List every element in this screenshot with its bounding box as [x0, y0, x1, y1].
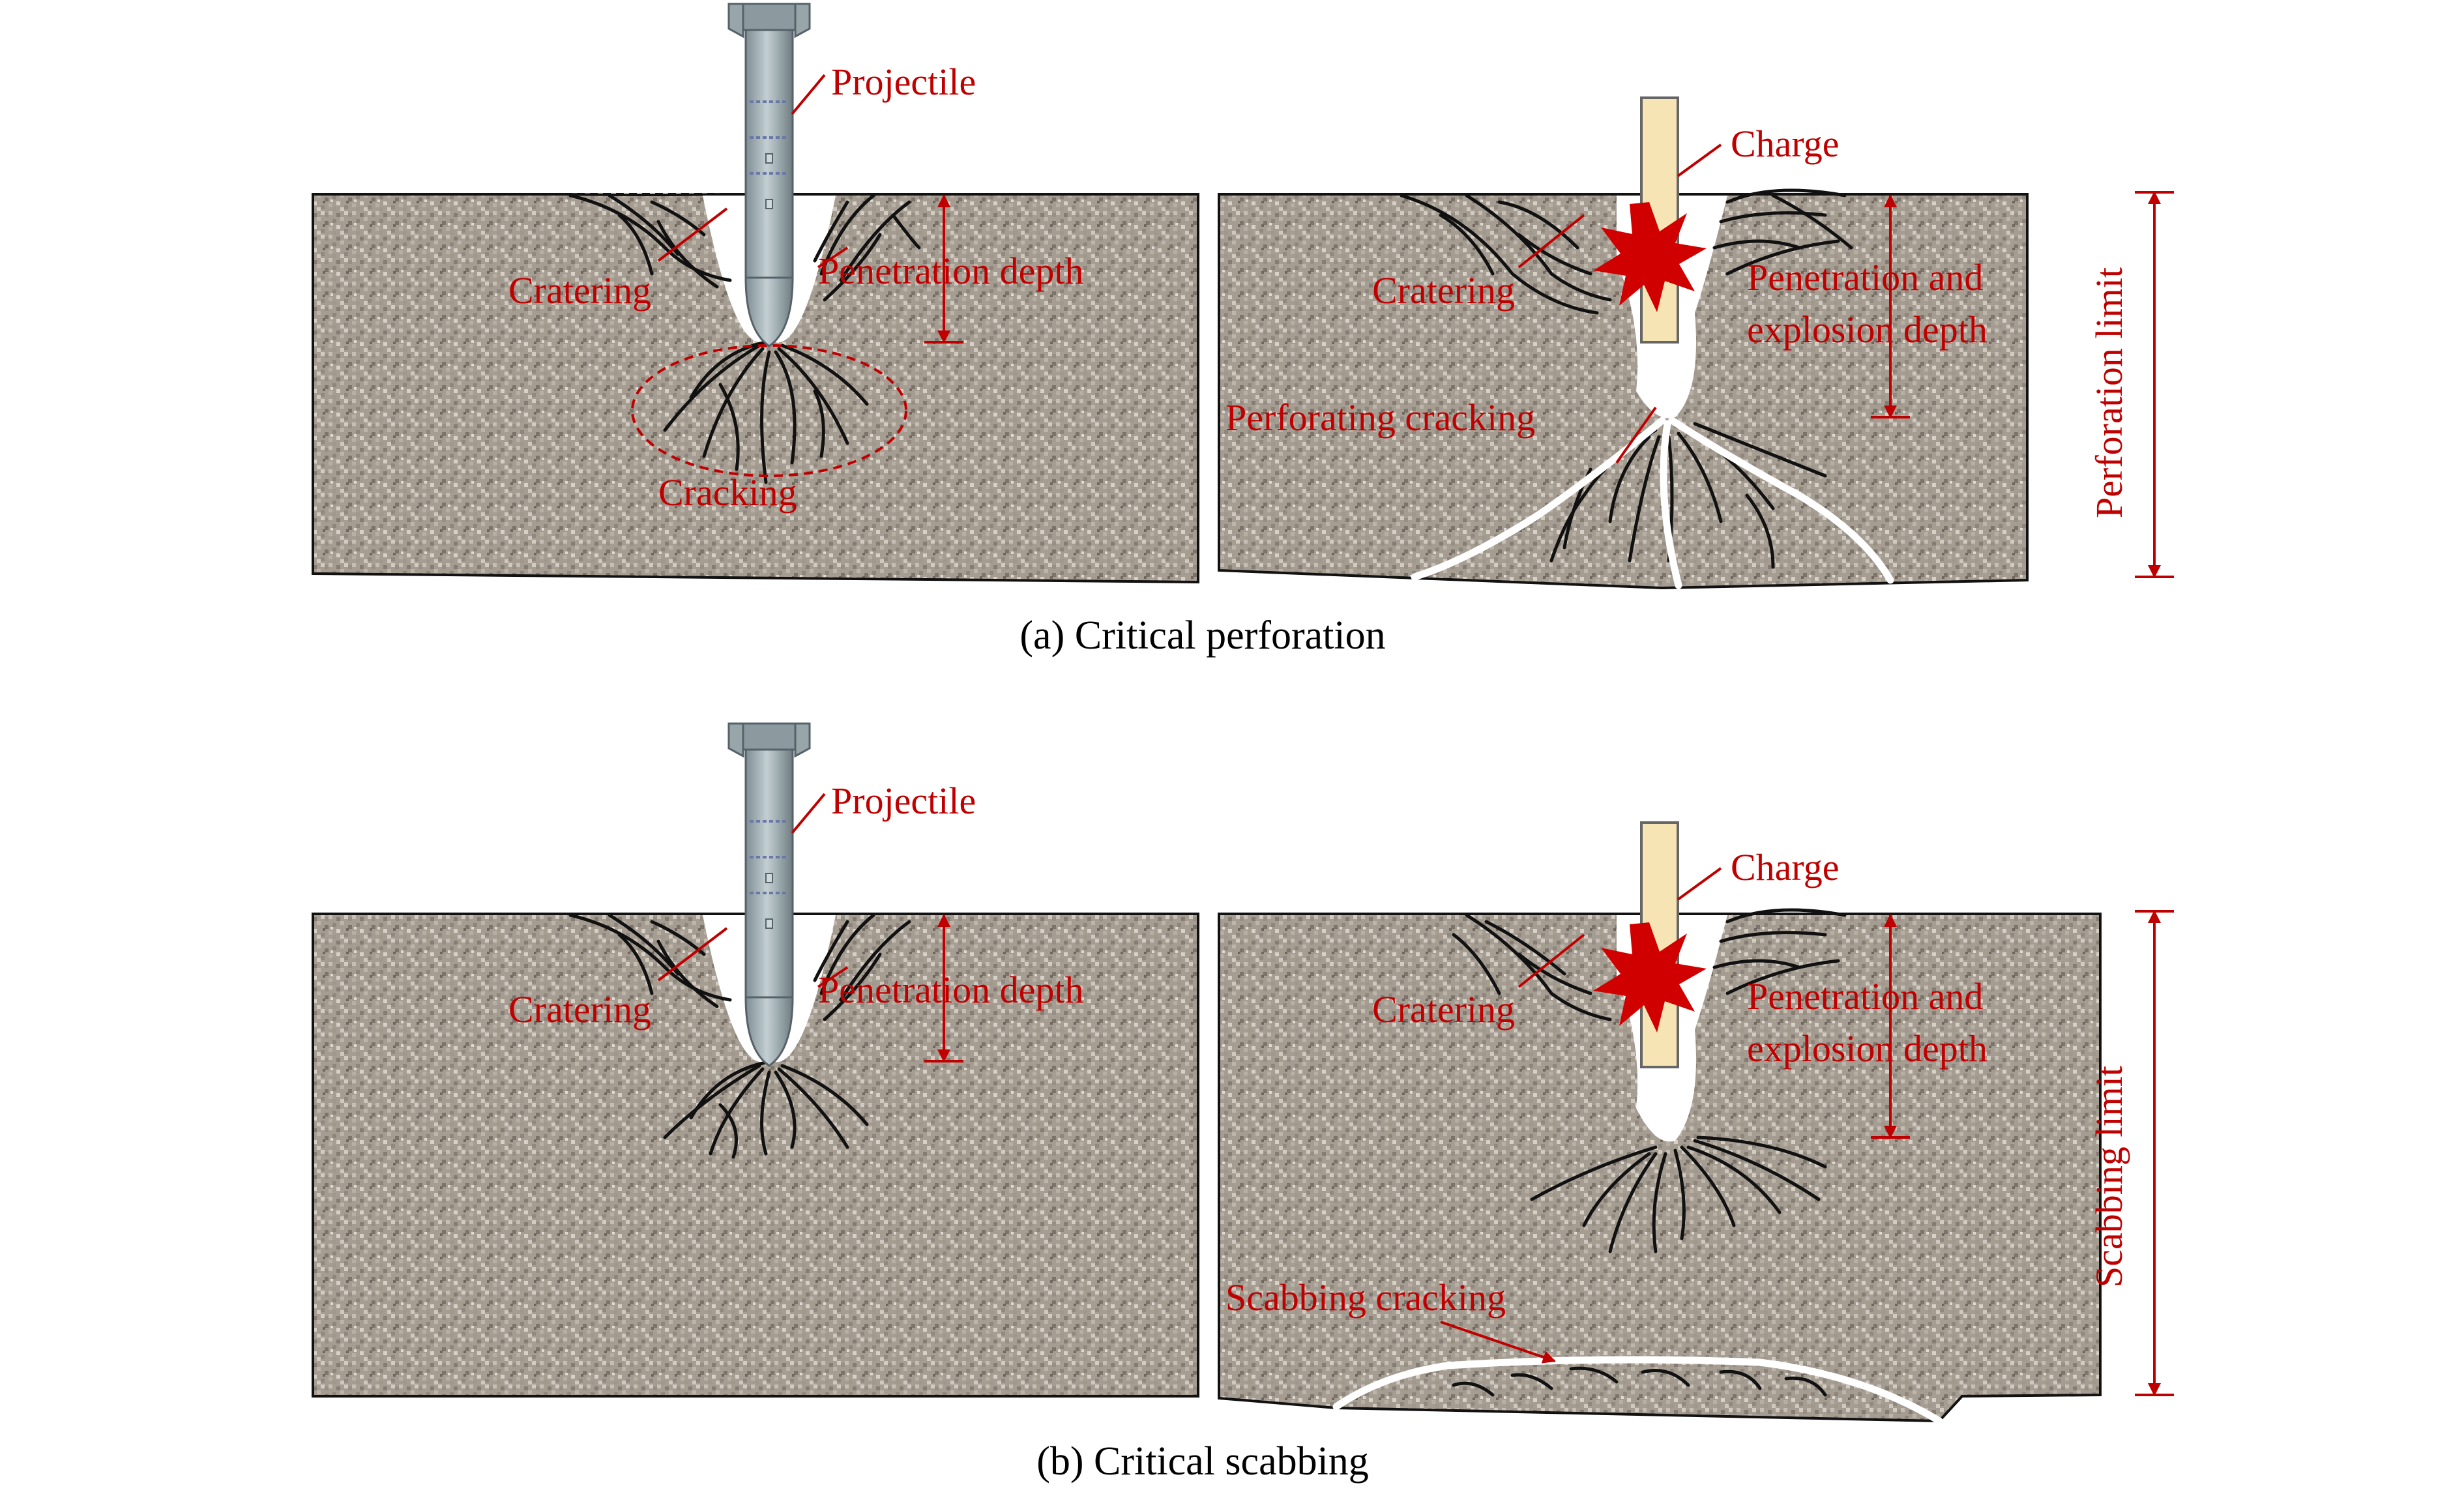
b-right-annotations [1440, 867, 2174, 1396]
b-penetration-depth-label: Penetration depth [818, 969, 1084, 1011]
b-left-cratering-label: Cratering [508, 988, 651, 1031]
a-left-cratering-label: Cratering [508, 269, 651, 312]
a-cracking-label: Cracking [658, 471, 797, 514]
b-scabbing-cracking-label: Scabbing cracking [1225, 1276, 1506, 1319]
b-scabbing-limit-label: Scabbing limit [2088, 1066, 2130, 1287]
a-right-cratering-label: Cratering [1372, 269, 1515, 312]
b-projectile-label: Projectile [831, 780, 976, 822]
b-left-concrete-block [312, 913, 1199, 1398]
a-right-annotations [1518, 143, 2174, 578]
a-penetration-depth-label: Penetration depth [818, 250, 1084, 292]
a-perforating-cracking-label: Perforating cracking [1225, 396, 1535, 439]
a-left-annotations [657, 74, 963, 344]
a-perforation-limit-label: Perforation limit [2088, 267, 2130, 518]
a-projectile-label: Projectile [831, 61, 976, 103]
b-penetration-explosion-label-1: Penetration and [1747, 975, 1983, 1018]
a-left-concrete-block [312, 193, 1199, 584]
caption-a: (a) Critical perforation [1019, 613, 1385, 658]
a-penetration-explosion-label-1: Penetration and [1747, 256, 1983, 299]
b-right-cratering-label: Cratering [1372, 988, 1515, 1031]
a-penetration-explosion-label-2: explosion depth [1747, 308, 1987, 351]
b-penetration-explosion-label-2: explosion depth [1747, 1027, 1987, 1070]
b-charge-label: Charge [1731, 846, 1839, 888]
b-left-annotations [657, 793, 963, 1062]
a-charge-label: Charge [1731, 123, 1839, 165]
caption-b: (b) Critical scabbing [1036, 1439, 1369, 1484]
